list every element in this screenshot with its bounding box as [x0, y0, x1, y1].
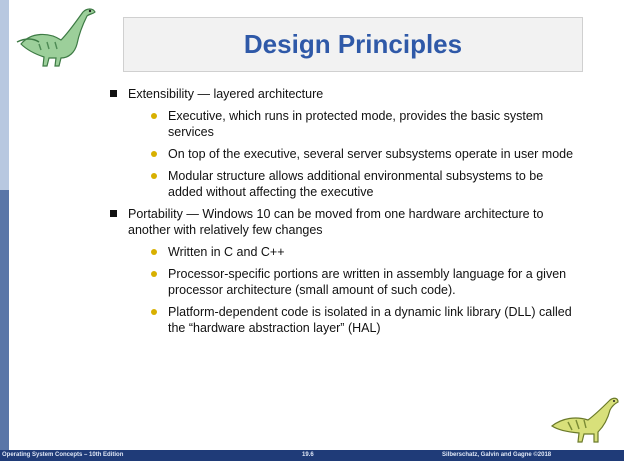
bullet-extensibility: Extensibility — layered architecture Exe… [108, 86, 578, 200]
sub-bullet: Executive, which runs in protected mode,… [128, 108, 578, 140]
sub-bullet-text: Modular structure allows additional envi… [168, 169, 544, 199]
dot-bullet-icon [151, 271, 157, 277]
sub-bullet: Modular structure allows additional envi… [128, 168, 578, 200]
footer-bar: Operating System Concepts – 10th Edition… [0, 450, 624, 461]
slide-content: Extensibility — layered architecture Exe… [108, 86, 578, 342]
dinosaur-footer-icon [548, 392, 620, 448]
sub-bullet-text: Written in C and C++ [168, 245, 285, 259]
dot-bullet-icon [151, 173, 157, 179]
title-box: Design Principles [123, 17, 583, 72]
sub-bullet-text: Processor-specific portions are written … [168, 267, 567, 297]
sub-bullet: On top of the executive, several server … [128, 146, 578, 162]
left-accent-band-dark [0, 190, 9, 461]
square-bullet-icon [110, 210, 117, 217]
sub-bullet-text: Executive, which runs in protected mode,… [168, 109, 544, 139]
sub-bullet: Processor-specific portions are written … [128, 266, 578, 298]
footer-page-number: 19.6 [302, 452, 314, 458]
bullet-text: Extensibility — layered architecture [128, 87, 324, 101]
bullet-text: Portability — Windows 10 can be moved fr… [128, 207, 544, 237]
square-bullet-icon [110, 90, 117, 97]
bullet-portability: Portability — Windows 10 can be moved fr… [108, 206, 578, 336]
sub-bullet: Platform-dependent code is isolated in a… [128, 304, 578, 336]
sub-bullet-text: Platform-dependent code is isolated in a… [168, 305, 572, 335]
footer-copyright: Silberschatz, Galvin and Gagne ©2018 [442, 452, 552, 458]
dot-bullet-icon [151, 151, 157, 157]
sub-bullet: Written in C and C++ [128, 244, 578, 260]
dot-bullet-icon [151, 113, 157, 119]
dinosaur-logo-icon [11, 2, 106, 70]
dot-bullet-icon [151, 249, 157, 255]
sub-bullet-text: On top of the executive, several server … [168, 147, 574, 161]
left-accent-band [0, 0, 9, 461]
dot-bullet-icon [151, 309, 157, 315]
slide-title: Design Principles [243, 29, 463, 59]
footer-book-title: Operating System Concepts – 10th Edition [2, 452, 124, 458]
